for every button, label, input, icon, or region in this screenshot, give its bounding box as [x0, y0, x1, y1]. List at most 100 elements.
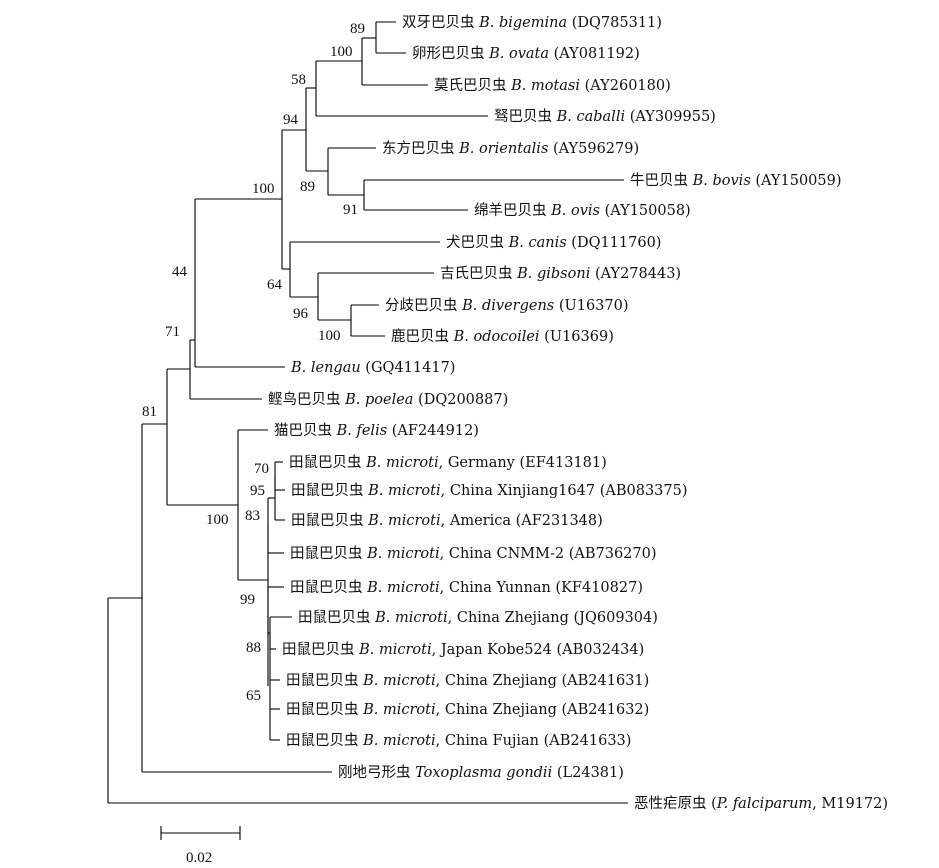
- taxon-chinese-name: 鲣鸟巴贝虫: [268, 391, 345, 408]
- taxon-species-name: B. motasi: [510, 78, 580, 94]
- taxon-accession: (AY596279): [548, 141, 639, 157]
- bootstrap-value: 65: [246, 688, 261, 704]
- bootstrap-value: 100: [330, 44, 353, 60]
- taxon-labels: 双牙巴贝虫 B. bigemina (DQ785311)卵形巴贝虫 B. ova…: [268, 14, 888, 812]
- taxon-chinese-name: 田鼠巴贝虫: [298, 609, 375, 626]
- taxon-species-name: B. caballi: [556, 109, 625, 125]
- taxon-species-name: B. odocoilei: [453, 329, 540, 345]
- taxon-chinese-name: 田鼠巴贝虫: [286, 701, 363, 718]
- taxon-chinese-name: 东方巴贝虫: [382, 140, 459, 157]
- taxon-accession: (AY309955): [625, 109, 716, 125]
- taxon-label: 绵羊巴贝虫 B. ovis (AY150058): [474, 202, 691, 219]
- taxon-accession: , China Xinjiang1647 (AB083375): [441, 483, 688, 499]
- taxon-species-name: B. canis: [508, 235, 567, 251]
- bootstrap-value: 44: [172, 264, 188, 280]
- taxon-label: 驽巴贝虫 B. caballi (AY309955): [494, 108, 716, 125]
- taxon-species-name: B. divergens: [461, 298, 554, 314]
- taxon-label: 田鼠巴贝虫 B. microti, America (AF231348): [291, 512, 603, 529]
- taxon-chinese-name: 吉氏巴贝虫: [440, 265, 517, 282]
- taxon-species-name: B. bovis: [692, 173, 751, 189]
- taxon-label: B. lengau (GQ411417): [290, 360, 455, 376]
- bootstrap-value: 58: [291, 72, 306, 88]
- taxon-chinese-name: 田鼠巴贝虫: [286, 672, 363, 689]
- bootstrap-value: 88: [246, 640, 261, 656]
- bootstrap-value: 99: [240, 592, 255, 608]
- taxon-accession: , China Zhejiang (AB241631): [436, 673, 650, 689]
- taxon-chinese-name: 田鼠巴贝虫: [291, 482, 368, 499]
- taxon-paren-open: (: [707, 796, 717, 812]
- bootstrap-value: 91: [343, 202, 358, 218]
- taxon-species-name: P. falciparum: [716, 796, 812, 812]
- taxon-species-name: B. microti: [365, 455, 439, 471]
- taxon-species-name: B. orientalis: [458, 141, 548, 157]
- bootstrap-value: 83: [245, 508, 260, 524]
- tree-branches: [107, 21, 628, 804]
- taxon-accession: (AY150059): [751, 173, 842, 189]
- bootstrap-value: 89: [300, 179, 315, 195]
- taxon-accession: , M19172): [812, 796, 888, 812]
- taxon-chinese-name: 田鼠巴贝虫: [291, 512, 368, 529]
- taxon-chinese-name: 绵羊巴贝虫: [474, 202, 551, 219]
- taxon-label: 犬巴贝虫 B. canis (DQ111760): [446, 234, 661, 251]
- taxon-accession: (AY278443): [590, 266, 681, 282]
- taxon-chinese-name: 田鼠巴贝虫: [290, 545, 367, 562]
- taxon-accession: , Japan Kobe524 (AB032434): [432, 642, 645, 658]
- bootstrap-value: 100: [206, 512, 229, 528]
- taxon-label: 东方巴贝虫 B. orientalis (AY596279): [382, 140, 639, 157]
- taxon-accession: (DQ200887): [413, 392, 508, 408]
- taxon-label: 田鼠巴贝虫 B. microti, China CNMM-2 (AB736270…: [290, 545, 657, 562]
- taxon-species-name: B. microti: [367, 483, 441, 499]
- taxon-chinese-name: 猫巴贝虫: [274, 422, 337, 439]
- taxon-chinese-name: 刚地弓形虫: [338, 764, 415, 781]
- taxon-accession: , China Fujian (AB241633): [436, 733, 632, 749]
- taxon-accession: (AY081192): [549, 46, 640, 62]
- taxon-species-name: B. gibsoni: [516, 266, 590, 282]
- bootstrap-value: 71: [165, 324, 180, 340]
- taxon-species-name: B. microti: [366, 546, 440, 562]
- taxon-species-name: B. ovis: [550, 203, 600, 219]
- taxon-label: 田鼠巴贝虫 B. microti, China Fujian (AB241633…: [286, 732, 631, 749]
- taxon-label: 田鼠巴贝虫 B. microti, China Zhejiang (AB2416…: [286, 672, 649, 689]
- bootstrap-value: 96: [293, 306, 309, 322]
- scale-bar: 0.02: [160, 826, 241, 866]
- taxon-chinese-name: 恶性疟原虫: [634, 795, 707, 812]
- taxon-chinese-name: 田鼠巴贝虫: [286, 732, 363, 749]
- taxon-chinese-name: 牛巴贝虫: [630, 172, 693, 189]
- taxon-accession: , China Yunnan (KF410827): [440, 580, 643, 596]
- taxon-accession: , China CNMM-2 (AB736270): [440, 546, 657, 562]
- bootstrap-value: 70: [254, 461, 269, 477]
- bootstrap-value: 81: [142, 404, 157, 420]
- taxon-species-name: B. lengau: [290, 360, 361, 376]
- taxon-label: 田鼠巴贝虫 B. microti, China Yunnan (KF410827…: [290, 579, 643, 596]
- taxon-chinese-name: 田鼠巴贝虫: [282, 641, 359, 658]
- taxon-chinese-name: 双牙巴贝虫: [402, 14, 479, 31]
- taxon-chinese-name: 田鼠巴贝虫: [289, 454, 366, 471]
- taxon-accession: (AY150058): [600, 203, 691, 219]
- taxon-label: 田鼠巴贝虫 B. microti, China Zhejiang (JQ6093…: [298, 609, 658, 626]
- taxon-accession: (GQ411417): [361, 360, 456, 376]
- taxon-label: 田鼠巴贝虫 B. microti, Japan Kobe524 (AB03243…: [282, 641, 644, 658]
- bootstrap-value: 100: [318, 328, 341, 344]
- taxon-label: 卵形巴贝虫 B. ovata (AY081192): [412, 45, 640, 62]
- taxon-chinese-name: 鹿巴贝虫: [391, 328, 454, 345]
- bootstrap-value: 100: [252, 181, 275, 197]
- taxon-label: 田鼠巴贝虫 B. microti, Germany (EF413181): [289, 454, 607, 471]
- taxon-species-name: B. microti: [358, 642, 432, 658]
- taxon-species-name: B. microti: [374, 610, 448, 626]
- bootstrap-value: 94: [283, 112, 299, 128]
- taxon-accession: , China Zhejiang (AB241632): [436, 702, 650, 718]
- bootstrap-value: 64: [267, 277, 283, 293]
- taxon-chinese-name: 莫氏巴贝虫: [434, 77, 511, 94]
- taxon-label: 刚地弓形虫 Toxoplasma gondii (L24381): [338, 764, 624, 781]
- taxon-label: 猫巴贝虫 B. felis (AF244912): [274, 422, 479, 439]
- taxon-accession: (AY260180): [580, 78, 671, 94]
- bootstrap-value: 95: [250, 483, 265, 499]
- taxon-species-name: B. poelea: [344, 392, 413, 408]
- taxon-label: 莫氏巴贝虫 B. motasi (AY260180): [434, 77, 671, 94]
- taxon-chinese-name: 田鼠巴贝虫: [290, 579, 367, 596]
- taxon-species-name: B. ovata: [488, 46, 549, 62]
- taxon-chinese-name: 卵形巴贝虫: [412, 45, 489, 62]
- taxon-accession: (DQ111760): [567, 235, 662, 251]
- taxon-species-name: B. bigemina: [478, 15, 567, 31]
